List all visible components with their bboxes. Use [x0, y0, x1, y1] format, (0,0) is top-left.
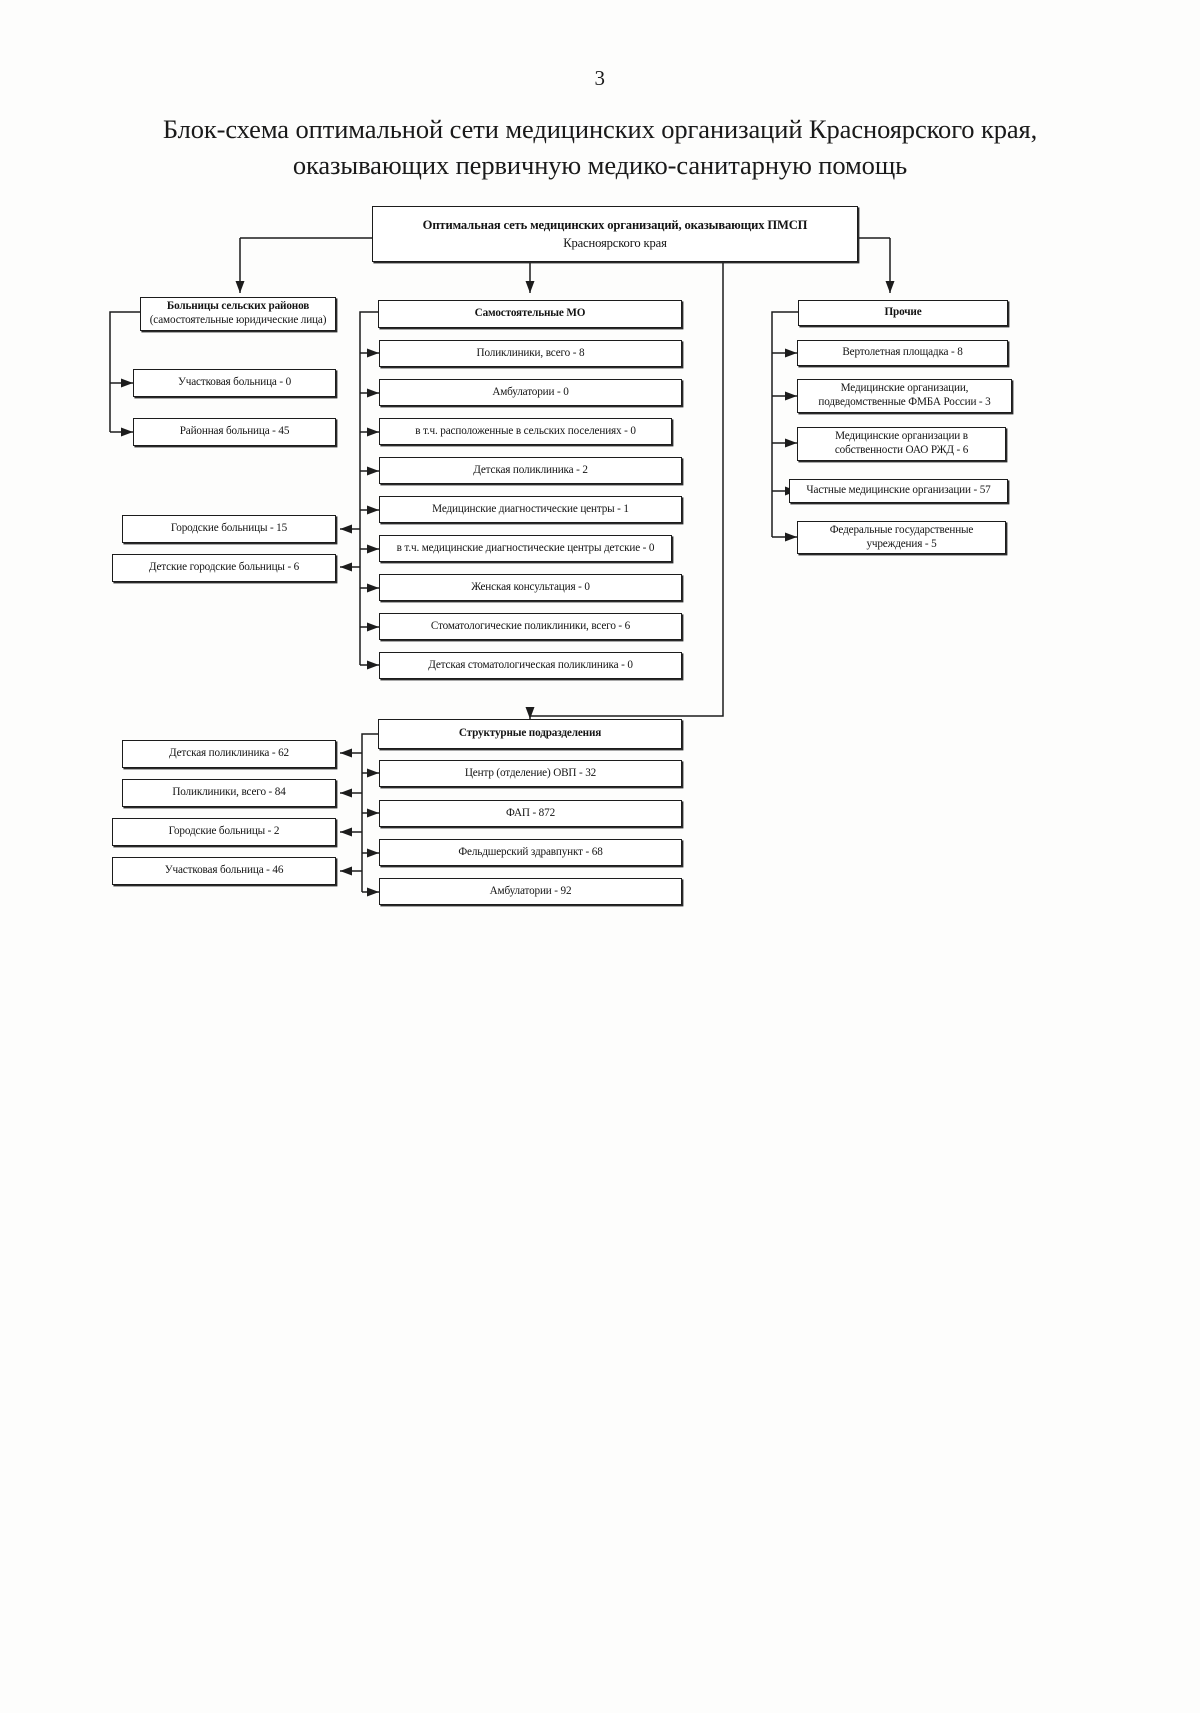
node-rural-header[interactable]: Больницы сельских районов (самостоятельн…: [140, 297, 336, 331]
node-label: Детская стоматологическая поликлиника - …: [428, 658, 633, 671]
node-independent-item-3[interactable]: Детская поликлиника - 2: [379, 457, 682, 484]
node-label: ФАП - 872: [505, 806, 556, 819]
node-label: Центр (отделение) ОВП - 32: [464, 766, 597, 779]
node-output-city-hospitals[interactable]: Городские больницы - 2: [112, 818, 336, 846]
node-independent-header[interactable]: Самостоятельные МО: [378, 300, 682, 328]
node-city-hospitals[interactable]: Городские больницы - 15: [122, 515, 336, 543]
node-root-line-1: Оптимальная сеть медицинских организаций…: [422, 217, 808, 232]
node-output-child-polyclinic[interactable]: Детская поликлиника - 62: [122, 740, 336, 768]
node-independent-item-6[interactable]: Женская консультация - 0: [379, 574, 682, 601]
page-number: 3: [594, 66, 606, 90]
node-label: Прочие: [884, 306, 922, 319]
node-label: Детские городские больницы - 6: [148, 561, 300, 574]
node-rural-item-1[interactable]: Районная больница - 45: [133, 418, 336, 446]
node-child-city-hospitals[interactable]: Детские городские больницы - 6: [112, 554, 336, 582]
node-independent-item-5[interactable]: в т.ч. медицинские диагностические центр…: [379, 535, 672, 562]
node-independent-item-1[interactable]: Амбулатории - 0: [379, 379, 682, 406]
node-rural-header-line-1: Больницы сельских районов: [166, 300, 310, 313]
node-structural-header[interactable]: Структурные подразделения: [378, 719, 682, 749]
page-title-line-2: оказывающих первичную медико-санитарную …: [292, 149, 908, 180]
node-rural-item-0[interactable]: Участковая больница - 0: [133, 369, 336, 397]
node-label: Самостоятельные МО: [474, 307, 586, 320]
node-other-item-0[interactable]: Вертолетная площадка - 8: [797, 340, 1008, 366]
node-structural-item-0[interactable]: Центр (отделение) ОВП - 32: [379, 760, 682, 787]
node-other-item-4[interactable]: Федеральные государственные учреждения -…: [797, 521, 1006, 554]
node-label: Детская поликлиника - 62: [168, 747, 290, 760]
node-independent-item-2[interactable]: в т.ч. расположенные в сельских поселени…: [379, 418, 672, 445]
node-label: Районная больница - 45: [179, 425, 290, 438]
node-output-district-hospital[interactable]: Участковая больница - 46: [112, 857, 336, 885]
node-label: Амбулатории - 0: [492, 385, 569, 398]
node-label: Медицинские диагностические центры - 1: [432, 502, 629, 515]
node-label: Поликлиники, всего - 84: [172, 786, 286, 799]
node-label: Вертолетная площадка - 8: [842, 346, 963, 359]
node-other-item-2[interactable]: Медицинские организации в собственности …: [797, 427, 1006, 461]
node-label: Участковая больница - 0: [177, 376, 292, 389]
node-other-header[interactable]: Прочие: [798, 300, 1008, 326]
node-label-line-1: Медицинские организации в: [835, 430, 968, 443]
node-label: в т.ч. расположенные в сельских поселени…: [415, 424, 636, 437]
node-label: в т.ч. медицинские диагностические центр…: [396, 541, 655, 554]
node-label-line-2: учреждения - 5: [866, 537, 937, 550]
node-label: Участковая больница - 46: [164, 864, 284, 877]
node-label: Городские больницы - 2: [168, 825, 280, 838]
node-structural-item-1[interactable]: ФАП - 872: [379, 800, 682, 827]
node-label-line-2: собственности ОАО РЖД - 6: [834, 444, 969, 456]
node-other-item-3[interactable]: Частные медицинские организации - 57: [789, 479, 1008, 503]
node-independent-item-8[interactable]: Детская стоматологическая поликлиника - …: [379, 652, 682, 679]
node-label: Женская консультация - 0: [471, 580, 590, 593]
node-other-item-1[interactable]: Медицинские организации, подведомственны…: [797, 379, 1012, 413]
node-label: Детская поликлиника - 2: [473, 463, 588, 476]
node-label: Структурные подразделения: [458, 727, 602, 740]
node-structural-item-3[interactable]: Амбулатории - 92: [379, 878, 682, 905]
node-label: Амбулатории - 92: [489, 884, 572, 897]
node-label: Частные медицинские организации - 57: [806, 484, 991, 497]
page-title-line-1: Блок-схема оптимальной сети медицинских …: [162, 114, 1038, 144]
node-root-line-2: Красноярского края: [563, 236, 667, 250]
node-independent-item-0[interactable]: Поликлиники, всего - 8: [379, 340, 682, 367]
node-rural-header-line-2: (самостоятельные юридические лица): [149, 314, 327, 326]
node-label: Стоматологические поликлиники, всего - 6: [430, 619, 631, 632]
node-root[interactable]: Оптимальная сеть медицинских организаций…: [372, 206, 858, 262]
node-output-polyclinics-total[interactable]: Поликлиники, всего - 84: [122, 779, 336, 807]
node-label: Городские больницы - 15: [170, 522, 288, 535]
page-title: Блок-схема оптимальной сети медицинских …: [90, 112, 1110, 183]
node-independent-item-7[interactable]: Стоматологические поликлиники, всего - 6: [379, 613, 682, 640]
node-label: Поликлиники, всего - 8: [476, 346, 585, 359]
node-label-line-1: Федеральные государственные: [829, 523, 974, 536]
node-label-line-1: Медицинские организации,: [840, 382, 969, 395]
node-structural-item-2[interactable]: Фельдшерский здравпункт - 68: [379, 839, 682, 866]
node-label: Фельдшерский здравпункт - 68: [458, 845, 603, 858]
node-independent-item-4[interactable]: Медицинские диагностические центры - 1: [379, 496, 682, 523]
node-label-line-2: подведомственные ФМБА России - 3: [818, 396, 991, 408]
